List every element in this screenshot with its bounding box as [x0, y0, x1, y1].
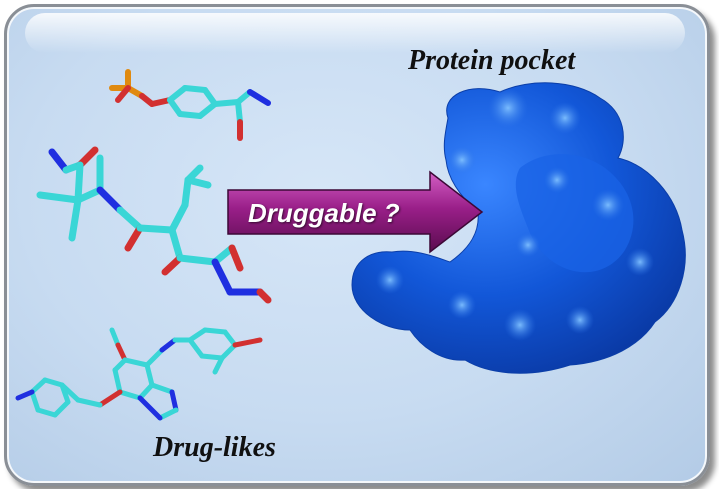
druggable-arrow	[227, 170, 484, 254]
molecule-peptide	[36, 146, 272, 304]
molecule-quinazoline	[15, 327, 263, 421]
arrow-label: Druggable ?	[248, 198, 400, 228]
drug-likes-label: Drug-likes	[153, 432, 276, 463]
protein-pocket-label: Protein pocket	[408, 45, 576, 76]
protein-pocket-surface	[351, 82, 686, 374]
molecule-phosphotyrosine	[109, 69, 271, 141]
panel-gloss	[25, 13, 685, 53]
